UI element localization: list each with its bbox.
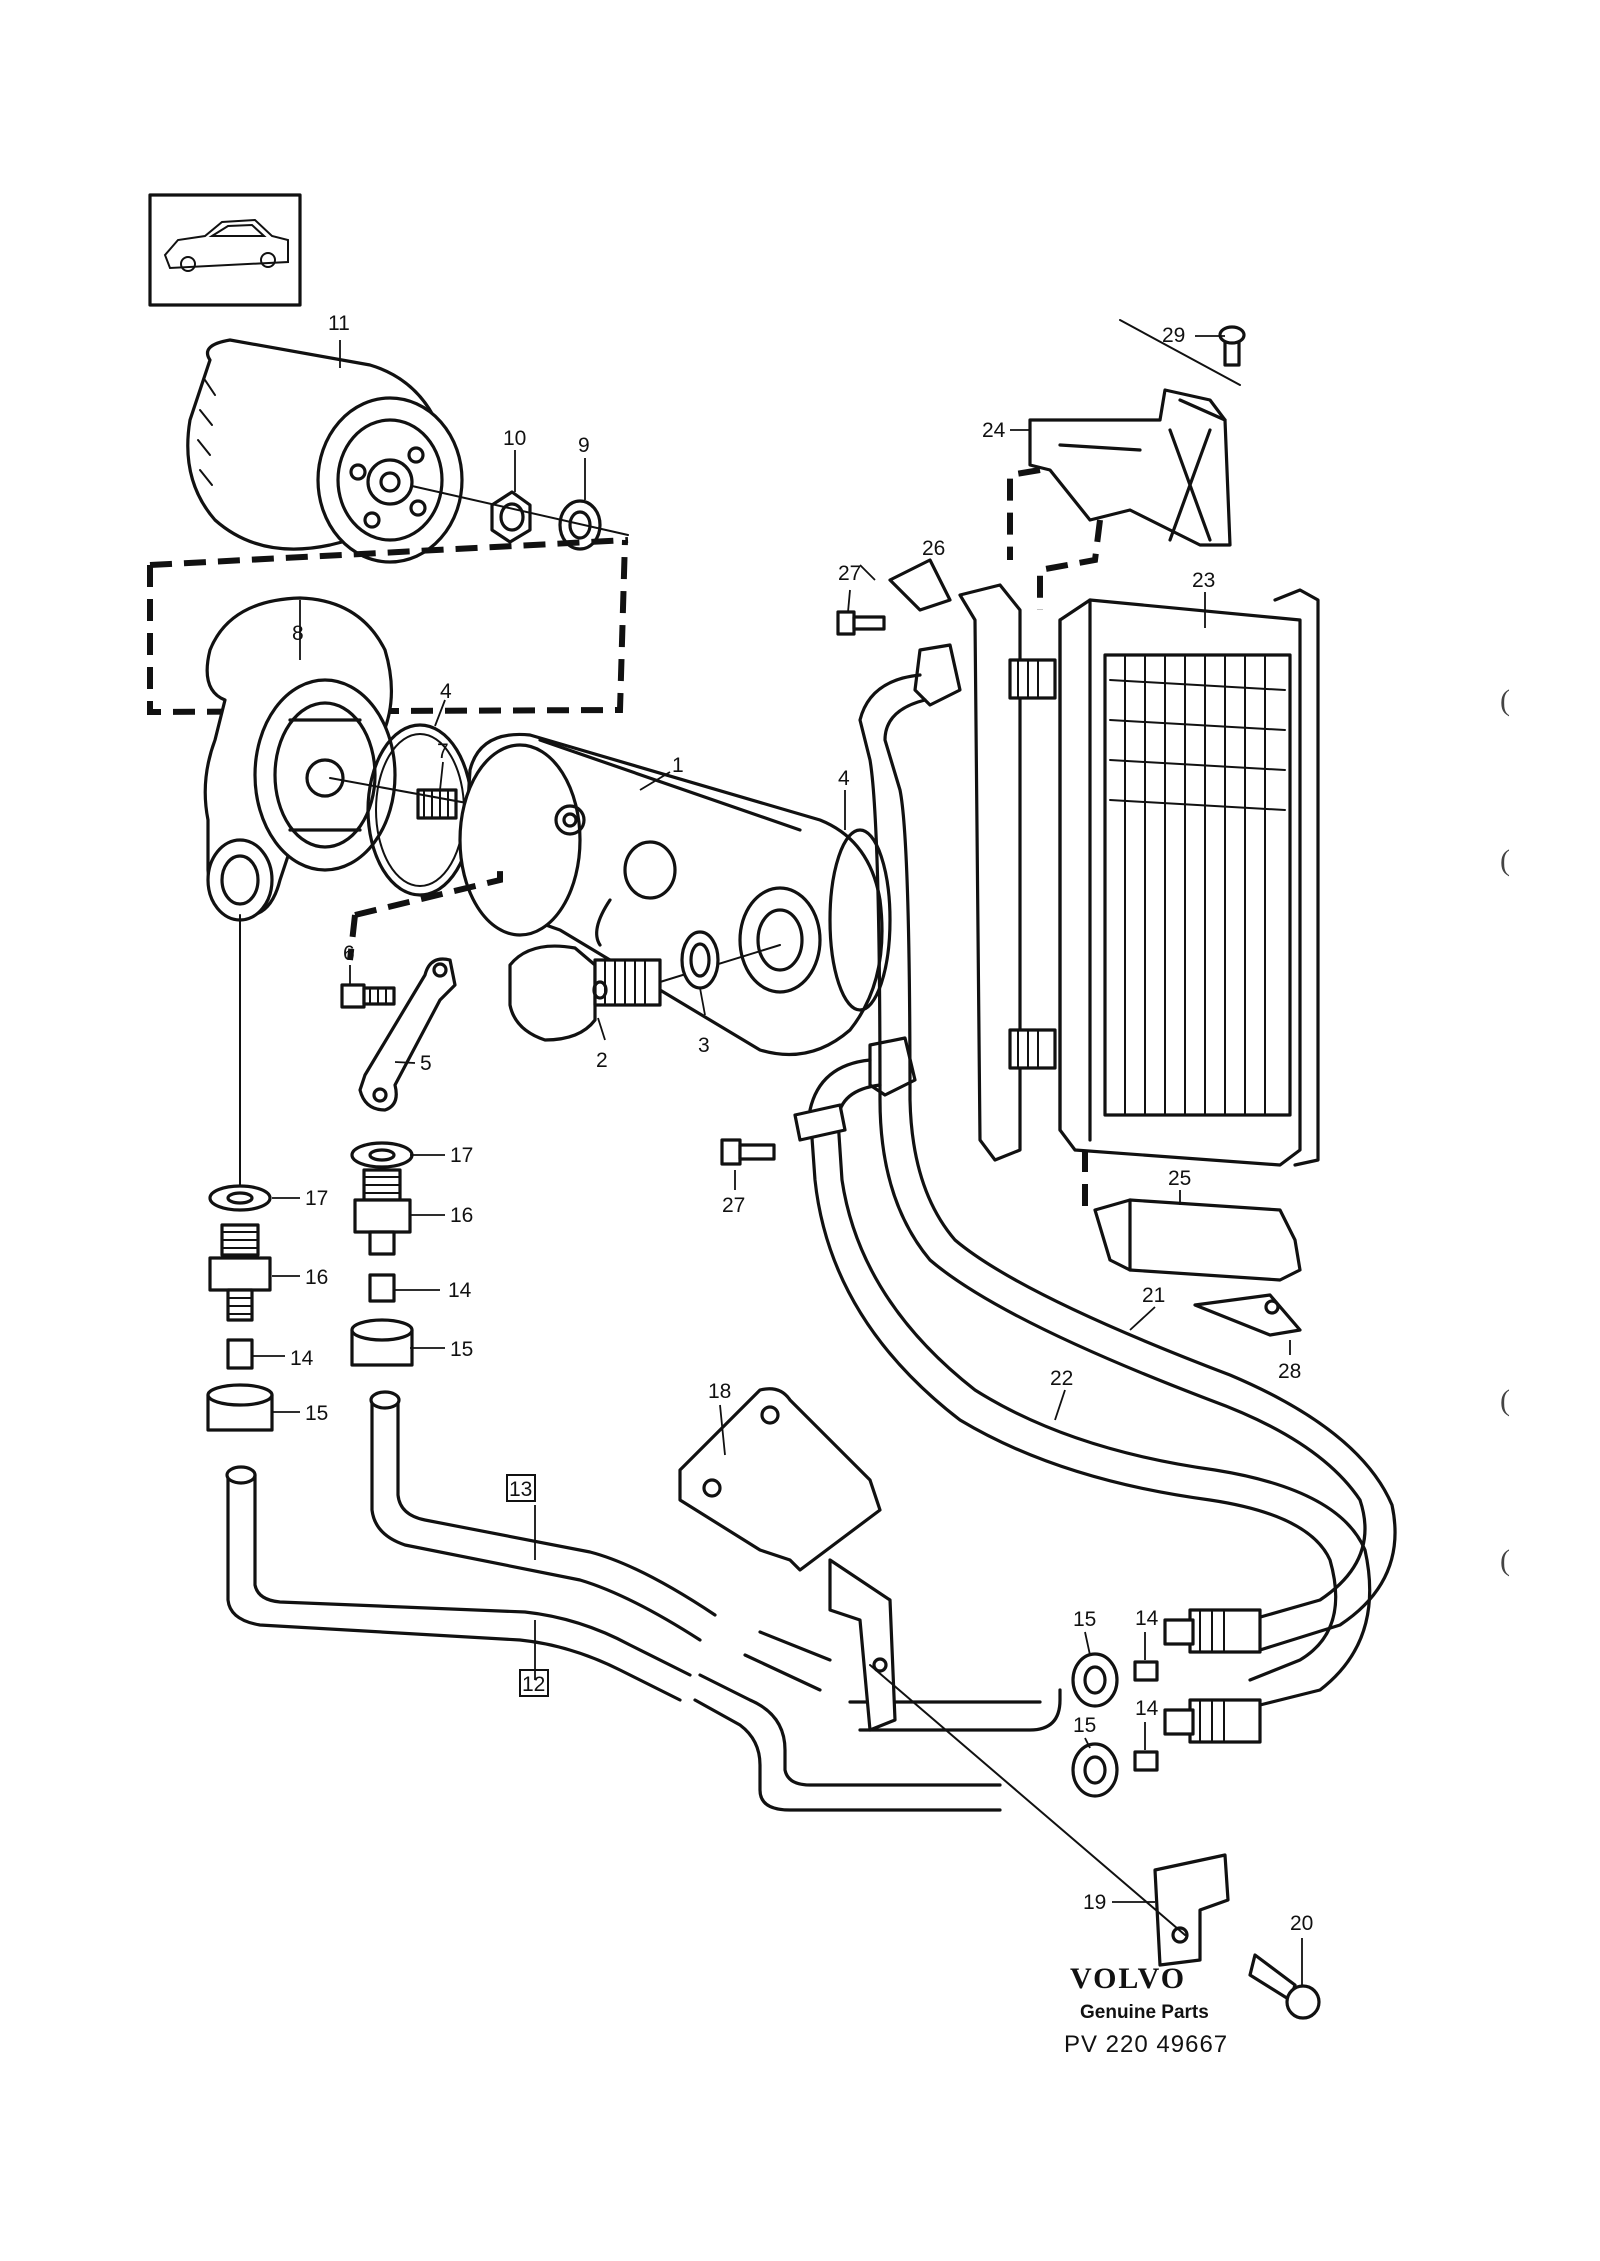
bolt-6	[340, 983, 396, 1009]
callout-19: 19	[1083, 1891, 1106, 1914]
clip-19	[1153, 1853, 1230, 1967]
hose-end-fittings	[1163, 1608, 1262, 1744]
callout-4-left: 4	[440, 680, 452, 703]
callout-10: 10	[503, 427, 526, 450]
copper-washer	[680, 930, 720, 990]
callout-27-mid: 27	[722, 1194, 745, 1217]
callout-13: 13	[509, 1478, 532, 1501]
callout-14-left: 14	[290, 1347, 314, 1370]
oil-filter	[186, 338, 464, 564]
bracket-24	[1028, 319, 1246, 547]
callout-6: 6	[343, 942, 355, 965]
oil-pipe-13	[369, 1390, 1062, 1732]
callout-15-left: 15	[305, 1402, 328, 1425]
callout-8: 8	[292, 622, 304, 645]
bracket-5	[358, 957, 457, 1112]
callout-26: 26	[922, 537, 945, 560]
vehicle-thumbnail	[148, 193, 302, 307]
filter-head	[203, 596, 397, 922]
callout-24: 24	[982, 419, 1006, 442]
callout-23: 23	[1192, 569, 1215, 592]
callout-21: 21	[1142, 1284, 1165, 1307]
callout-18: 18	[708, 1380, 731, 1403]
oil-cooler-adapter	[458, 732, 884, 1057]
callout-16-left: 16	[305, 1266, 328, 1289]
margin-mark: (	[1500, 684, 1510, 717]
leader-lines	[252, 335, 1303, 1985]
oil-hose-21	[858, 673, 1397, 1652]
oil-pipe-12	[225, 1465, 1002, 1812]
margin-mark: (	[1500, 1544, 1510, 1577]
callout-22: 22	[1050, 1367, 1073, 1390]
callout-17-left: 17	[305, 1187, 328, 1210]
callout-11: 11	[328, 312, 350, 335]
margin-mark: (	[1500, 1384, 1510, 1417]
callout-7: 7	[437, 740, 449, 763]
callout-2: 2	[596, 1049, 608, 1072]
nipple	[416, 788, 458, 820]
bracket-18	[678, 1387, 897, 1732]
margin-marks: ( ( ( (	[1500, 684, 1510, 1577]
callout-15-right-bottom: 15	[1073, 1714, 1096, 1737]
right-nuts-inserts	[1071, 1652, 1159, 1798]
reference-number: PV 220 49667	[1064, 2031, 1228, 2058]
callout-16-mid: 16	[450, 1204, 473, 1227]
sealing-ring-right	[828, 828, 892, 1012]
hollow-bolt	[508, 944, 662, 1042]
callout-labels: 1 2 3 4 4 5 6 7 8 9 10 11 12 13 14 14 14…	[290, 312, 1313, 1935]
callout-14-right-top: 14	[1135, 1607, 1159, 1630]
genuine-parts-text: Genuine Parts	[1080, 2002, 1209, 2023]
callout-15-mid: 15	[450, 1338, 473, 1361]
bolt-27-top	[836, 610, 886, 636]
filter-nut	[490, 490, 532, 544]
middle-fitting-stack	[350, 1141, 414, 1367]
callout-27-top: 27	[838, 562, 861, 585]
brand-logo-text: VOLVO	[1070, 1962, 1186, 1995]
callout-12: 12	[522, 1673, 545, 1696]
callout-17-mid: 17	[450, 1144, 473, 1167]
left-fitting-stack	[206, 914, 274, 1432]
oil-hose-22	[793, 1058, 1372, 1707]
callout-9: 9	[578, 434, 590, 457]
footer: VOLVO Genuine Parts PV 220 49667	[1064, 1962, 1228, 2058]
bolt-27-mid	[720, 1138, 776, 1166]
callout-14-right-bottom: 14	[1135, 1697, 1159, 1720]
callout-1: 1	[672, 754, 684, 777]
callout-28: 28	[1278, 1360, 1301, 1383]
callout-3: 3	[698, 1034, 710, 1057]
oil-cooler	[1058, 588, 1320, 1167]
bracket-25	[1093, 1198, 1302, 1282]
callout-25: 25	[1168, 1167, 1191, 1190]
callout-15-right-top: 15	[1073, 1608, 1096, 1631]
callout-4-right: 4	[838, 767, 850, 790]
cooler-bracket	[888, 558, 1022, 1162]
margin-mark: (	[1500, 844, 1510, 877]
callout-29: 29	[1162, 324, 1185, 347]
callout-5: 5	[420, 1052, 432, 1075]
screw-20	[1248, 1953, 1321, 2020]
plate-28	[1193, 1293, 1302, 1337]
callout-14-mid: 14	[448, 1279, 472, 1302]
callout-20: 20	[1290, 1912, 1313, 1935]
